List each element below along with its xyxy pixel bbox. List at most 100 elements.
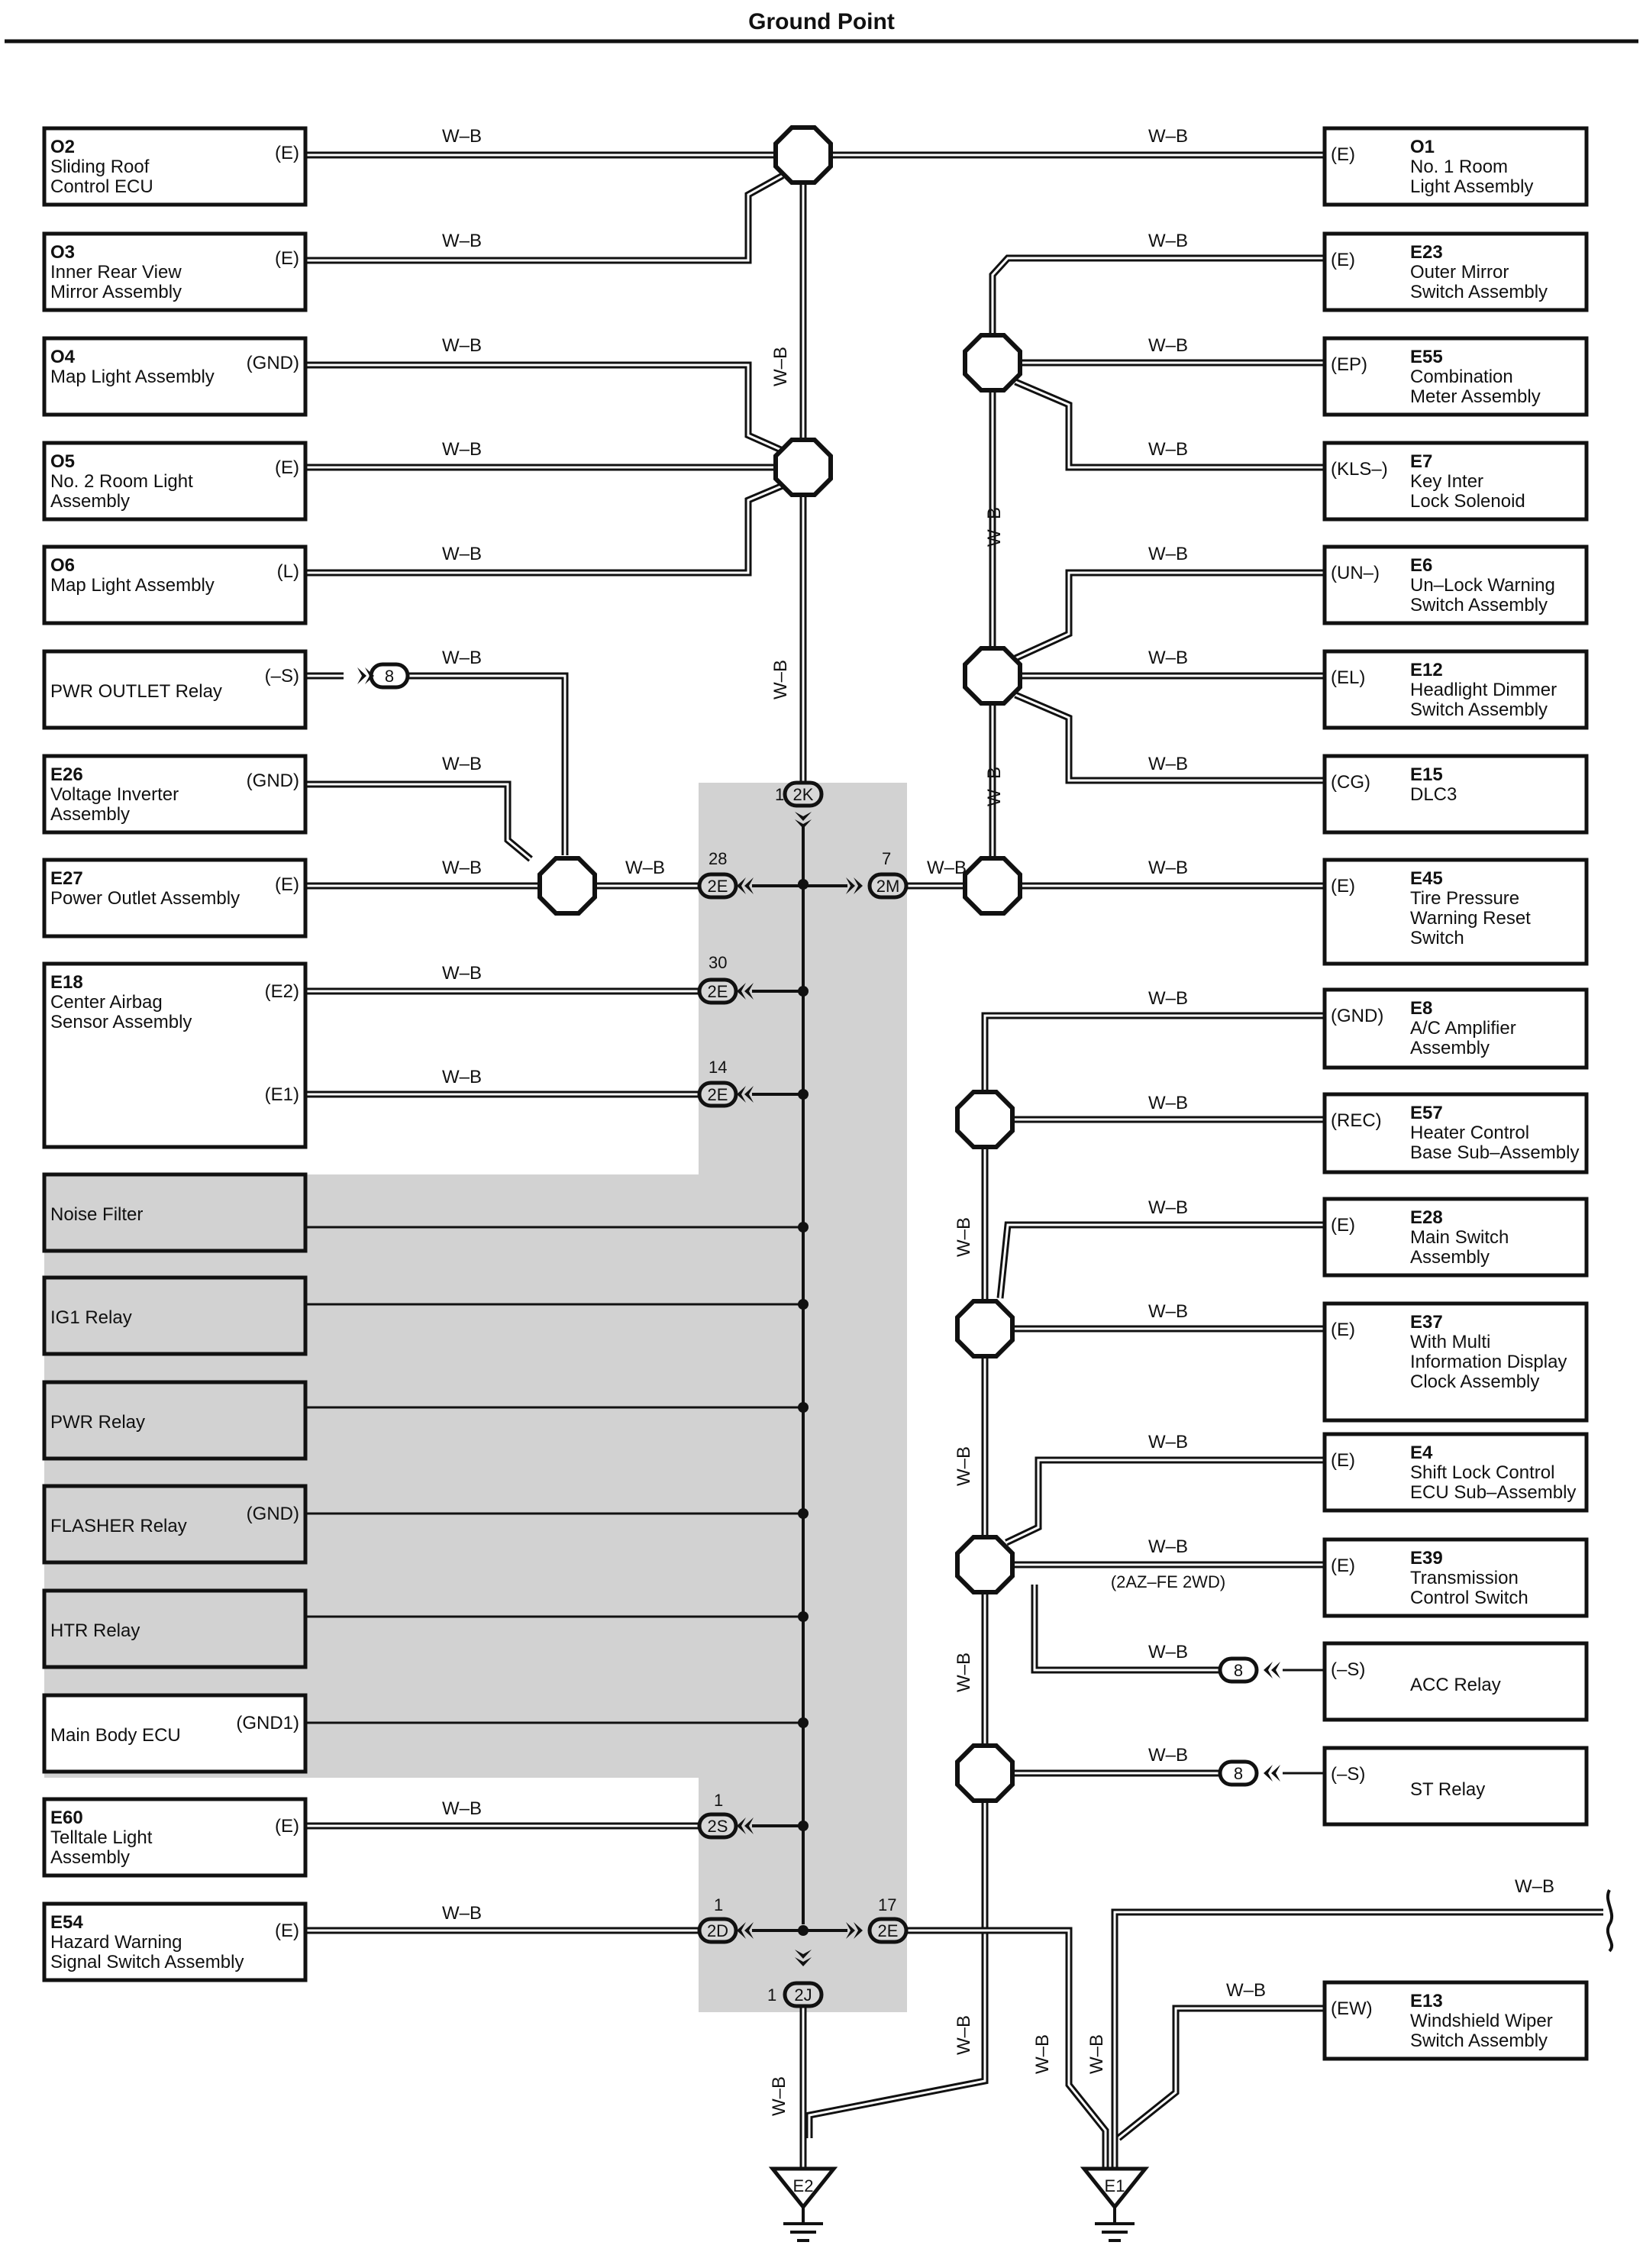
connector-pin-number: 17: [878, 1895, 896, 1914]
component-name: No. 1 Room: [1410, 157, 1508, 177]
connector-2m: [867, 872, 909, 900]
component-name: Control Switch: [1410, 1588, 1528, 1608]
wire-core: [983, 1014, 1325, 1092]
component-name: Clock Assembly: [1410, 1371, 1539, 1392]
wire-color-label: W–B: [442, 754, 482, 774]
splice-junction-top: [773, 125, 833, 185]
component-name: Map Light Assembly: [50, 367, 215, 387]
component-name: Switch Assembly: [1410, 282, 1548, 302]
wire-outline: [906, 1927, 1109, 2169]
component-name: Power Outlet Assembly: [50, 888, 240, 909]
right-component-box: [1322, 858, 1589, 966]
component-code: O5: [50, 451, 75, 472]
component-code: E15: [1410, 764, 1443, 785]
wire-color-label: W–B: [442, 1067, 482, 1087]
connector-id: 2E: [708, 982, 728, 1001]
wire-color-label: W–B: [770, 660, 791, 699]
wires-layer: [305, 151, 1614, 2242]
left-component-box: [42, 231, 308, 312]
component-pin: (GND): [247, 771, 299, 791]
wire-color-label: W–B: [442, 1903, 482, 1924]
component-code: O2: [50, 137, 75, 157]
wire-color-label: W–B: [1086, 2034, 1107, 2074]
connector-arrow: [1264, 1662, 1273, 1678]
component-pin: (E): [275, 874, 299, 895]
connector-pin-number: 1: [714, 1895, 723, 1914]
connector-id: 2J: [794, 1985, 812, 2005]
wire-color-label: W–B: [442, 648, 482, 668]
wire-core: [1005, 1459, 1325, 1544]
wire-color-label: W–B: [442, 963, 482, 984]
component-name: Control ECU: [50, 176, 153, 197]
component-code: E13: [1410, 1991, 1443, 2011]
wire-outline: [989, 254, 1325, 335]
component-name: Assembly: [50, 491, 130, 512]
junction-dot: [798, 1402, 809, 1413]
component-pin: (–S): [1331, 1659, 1365, 1680]
component-code: O6: [50, 555, 75, 576]
wire-color-label: W–B: [1148, 648, 1188, 668]
wire-color-label: W–B: [442, 126, 482, 147]
left-component-box: [42, 126, 308, 207]
junction-dot: [798, 1508, 809, 1519]
connector-arrow: [737, 1922, 746, 1939]
connector-pin-number: 7: [882, 849, 891, 868]
relay-pin-number: 8: [1234, 1661, 1243, 1680]
component-code: E39: [1410, 1548, 1443, 1569]
component-code: E26: [50, 764, 83, 785]
connector-arrow: [744, 1922, 754, 1939]
right-component-box: [1322, 1537, 1589, 1618]
connector-arrow: [1271, 1765, 1280, 1782]
right-component-box: [1322, 231, 1589, 312]
connector-2d: [697, 1917, 738, 1944]
component-pin: (GND1): [236, 1713, 299, 1733]
wire-outline: [1116, 2005, 1325, 2141]
component-name: Switch: [1410, 928, 1464, 948]
component-code: E12: [1410, 660, 1443, 680]
wire-color-label: W–B: [1148, 1536, 1188, 1557]
junction-dot: [798, 1089, 809, 1100]
component-name: Signal Switch Assembly: [50, 1952, 244, 1972]
left-component-box: [42, 544, 308, 625]
component-pin: (–S): [265, 666, 299, 687]
wire-outline: [305, 173, 785, 264]
wire-core: [305, 484, 783, 574]
right-component-box: [1322, 1301, 1589, 1423]
right-component-box: [1322, 544, 1589, 625]
component-pin: (E): [275, 248, 299, 269]
component-code: E45: [1410, 868, 1443, 889]
wire-color-label: W–B: [769, 2076, 789, 2116]
wire-color-label: W–B: [984, 767, 1005, 806]
component-pin: (EL): [1331, 667, 1365, 688]
wire-color-label: W–B: [927, 858, 967, 878]
junction-dot: [798, 1611, 809, 1622]
component-name: Windshield Wiper: [1410, 2011, 1553, 2031]
connector-pin-number: 30: [709, 953, 727, 972]
wire-color-label: W–B: [1226, 1980, 1266, 2001]
left-component-box: [42, 754, 308, 835]
junction-dot: [798, 1925, 809, 1936]
connector-arrow: [737, 1086, 746, 1103]
connector-id: 2E: [708, 1085, 728, 1104]
component-name: Assembly: [1410, 1247, 1490, 1268]
component-name: Telltale Light: [50, 1827, 153, 1848]
junction-dot: [798, 1717, 809, 1728]
connector-id: 2E: [878, 1921, 899, 1940]
wire-color-label: W–B: [954, 1446, 974, 1486]
component-code: E7: [1410, 451, 1432, 472]
component-pin: (E): [1331, 1215, 1355, 1236]
right-component-box: [1322, 126, 1589, 207]
component-pin: (EP): [1331, 354, 1367, 375]
wire-break-mark: [1606, 1889, 1614, 1953]
wire-color-label: W–B: [1148, 544, 1188, 564]
connector-pin-number: 1: [767, 1985, 776, 2005]
component-name: Mirror Assembly: [50, 282, 182, 302]
splice-junction-e12: [963, 646, 1022, 706]
wire-color-label: W–B: [442, 544, 482, 564]
component-pin: (E): [275, 143, 299, 163]
connector-arrow: [737, 1817, 746, 1834]
component-pin: (GND): [247, 1504, 299, 1524]
wire-core: [808, 1801, 986, 2138]
component-name: Voltage Inverter: [50, 784, 179, 805]
